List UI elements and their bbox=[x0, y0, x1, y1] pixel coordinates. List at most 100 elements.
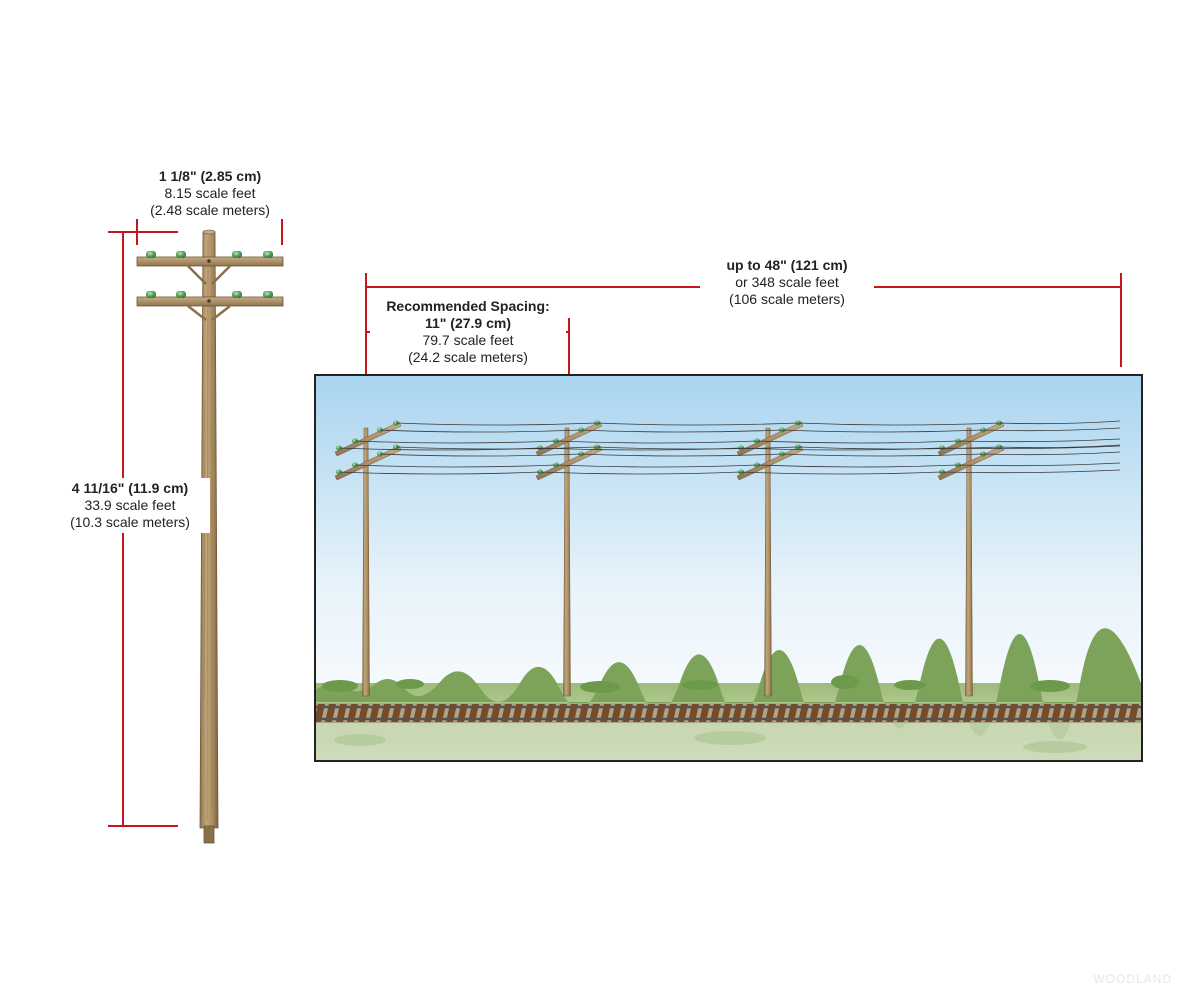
rail-tie bbox=[1051, 704, 1062, 722]
power-wire bbox=[338, 445, 1121, 451]
spacing-feet: 79.7 scale feet bbox=[422, 332, 514, 348]
rail-tie bbox=[864, 704, 875, 722]
pole-top bbox=[202, 229, 216, 235]
rail-tie bbox=[578, 704, 589, 722]
scene-pole-shaft bbox=[362, 427, 370, 697]
rail-tie bbox=[853, 704, 864, 722]
rail-tie bbox=[413, 704, 424, 722]
span-meters: (106 scale meters) bbox=[729, 291, 845, 307]
rail-tie bbox=[523, 704, 534, 722]
rail-tie bbox=[886, 704, 897, 722]
rail-tie bbox=[644, 704, 655, 722]
scene-pole-shaft bbox=[764, 427, 772, 697]
rail-tie bbox=[820, 704, 831, 722]
rail-tie bbox=[314, 704, 325, 722]
rail-tie bbox=[677, 704, 688, 722]
rail-tie bbox=[952, 704, 963, 722]
rail-tie bbox=[336, 704, 347, 722]
rail-tie bbox=[710, 704, 721, 722]
rail-tie bbox=[1084, 704, 1095, 722]
width-primary: 1 1/8" (2.85 cm) bbox=[158, 168, 262, 184]
bolt bbox=[207, 299, 211, 303]
width-meters: (2.48 scale meters) bbox=[150, 202, 270, 218]
rail-tie bbox=[809, 704, 820, 722]
rail-tie bbox=[655, 704, 666, 722]
rail-tie bbox=[732, 704, 743, 722]
rail-tie bbox=[567, 704, 578, 722]
rail-tie bbox=[1095, 704, 1106, 722]
rail-tie bbox=[963, 704, 974, 722]
rail-tie bbox=[1117, 704, 1128, 722]
rail-tie bbox=[611, 704, 622, 722]
rail-tie bbox=[490, 704, 501, 722]
rail-tie bbox=[941, 704, 952, 722]
rail-tie bbox=[622, 704, 633, 722]
width-dimension-label: 1 1/8" (2.85 cm) 8.15 scale feet (2.48 s… bbox=[130, 168, 290, 219]
power-lines bbox=[338, 420, 1121, 475]
spacing-primary: 11" (27.9 cm) bbox=[424, 315, 512, 331]
rail-tie bbox=[1018, 704, 1029, 722]
rail-tie bbox=[380, 704, 391, 722]
height-meters: (10.3 scale meters) bbox=[70, 514, 190, 530]
pole-butt bbox=[203, 825, 215, 844]
rail-tie bbox=[435, 704, 446, 722]
rail-tie bbox=[930, 704, 941, 722]
crossarm-braces bbox=[187, 265, 231, 321]
rail-tie bbox=[534, 704, 545, 722]
span-feet: or 348 scale feet bbox=[735, 274, 839, 290]
rail-tie bbox=[1128, 704, 1139, 722]
power-wire bbox=[338, 469, 1121, 475]
rail-tie bbox=[688, 704, 699, 722]
rail-ties bbox=[314, 704, 1139, 722]
rail-tie bbox=[699, 704, 710, 722]
rail-tie bbox=[1029, 704, 1040, 722]
width-feet: 8.15 scale feet bbox=[164, 185, 256, 201]
power-wire bbox=[354, 438, 1121, 444]
rail-tie bbox=[347, 704, 358, 722]
rail-tie bbox=[358, 704, 369, 722]
rail-tie bbox=[391, 704, 402, 722]
rail-tie bbox=[666, 704, 677, 722]
rail-tie bbox=[479, 704, 490, 722]
rail-tie bbox=[897, 704, 908, 722]
spacing-dimension-label: Recommended Spacing: 11" (27.9 cm) 79.7 … bbox=[370, 298, 566, 366]
power-wire bbox=[395, 444, 1121, 450]
scene-poles bbox=[334, 420, 1005, 697]
bolt bbox=[207, 259, 211, 263]
power-wire bbox=[379, 451, 1121, 457]
insulator-icon bbox=[146, 251, 273, 258]
scene-panel bbox=[314, 374, 1143, 762]
rail-tie bbox=[842, 704, 853, 722]
rail-tie bbox=[556, 704, 567, 722]
rail-tie bbox=[1106, 704, 1117, 722]
rail-tie bbox=[1040, 704, 1051, 722]
rail-tie bbox=[996, 704, 1007, 722]
rail-tie bbox=[424, 704, 435, 722]
power-wire bbox=[395, 420, 1121, 426]
rail-tie bbox=[743, 704, 754, 722]
rail-tie bbox=[325, 704, 336, 722]
rail-tie bbox=[776, 704, 787, 722]
scene-pole-shaft bbox=[965, 427, 973, 697]
rail-tie bbox=[369, 704, 380, 722]
rail-tie bbox=[908, 704, 919, 722]
rail-tie bbox=[787, 704, 798, 722]
span-primary: up to 48" (121 cm) bbox=[726, 257, 848, 273]
power-wire bbox=[354, 462, 1121, 468]
rail-tie bbox=[501, 704, 512, 722]
rail-tie bbox=[600, 704, 611, 722]
spacing-meters: (24.2 scale meters) bbox=[408, 349, 528, 365]
rail-tie bbox=[402, 704, 413, 722]
power-wire bbox=[379, 427, 1121, 433]
rail-tie bbox=[446, 704, 457, 722]
rail-tie bbox=[545, 704, 556, 722]
rail-tie bbox=[765, 704, 776, 722]
rail-tie bbox=[589, 704, 600, 722]
rail-tie bbox=[721, 704, 732, 722]
rail-tie bbox=[798, 704, 809, 722]
rail-tie bbox=[974, 704, 985, 722]
scene-frame bbox=[314, 374, 1143, 762]
rail-tie bbox=[457, 704, 468, 722]
span-dimension-label: up to 48" (121 cm) or 348 scale feet (10… bbox=[700, 257, 874, 308]
